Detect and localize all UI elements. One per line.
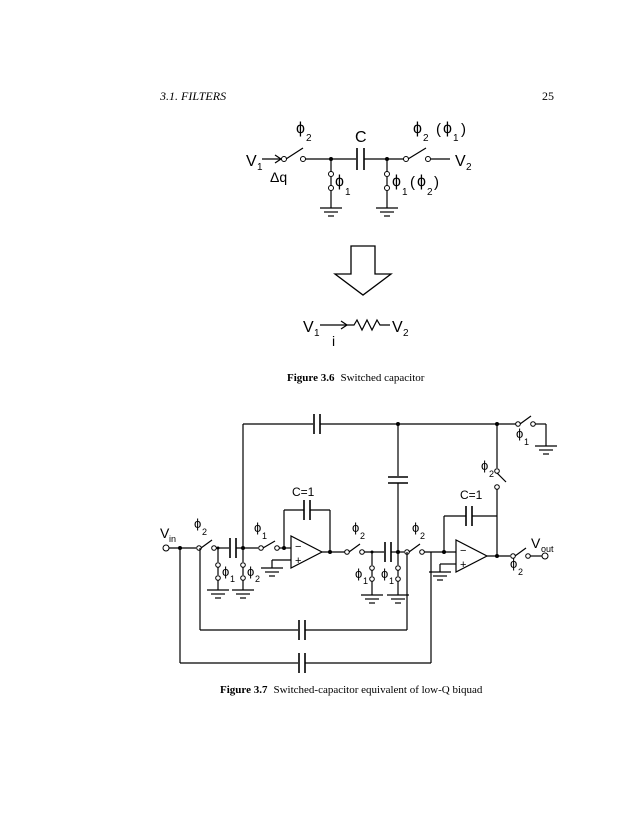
label-capacitor-c: C <box>355 129 367 146</box>
phi-subscript: 1 <box>402 187 408 198</box>
caption-text: Switched capacitor <box>340 372 424 384</box>
caption-text: Switched-capacitor equivalent of low-Q b… <box>273 684 482 696</box>
phi-subscript: 1 <box>363 576 368 586</box>
label-v1-sub: 1 <box>257 162 263 173</box>
opamp1-plus: + <box>295 555 301 567</box>
fig37-labels: V in V out C=1 C=1 − + − + ϕ 2 ϕ 1 ϕ 1 ϕ… <box>160 426 554 586</box>
down-arrow-icon <box>333 245 393 296</box>
phi-symbol: ϕ <box>254 520 261 535</box>
label-c1-integrator-2: C=1 <box>460 488 483 502</box>
phi-symbol: ϕ <box>443 120 452 137</box>
label-v1: V <box>246 153 257 170</box>
label-vout-sub: out <box>541 544 554 554</box>
resistor-labels: V 1 V 2 i <box>303 319 409 349</box>
label-v2: V <box>455 153 466 170</box>
phi-symbol: ϕ <box>352 520 359 535</box>
opamp2-minus: − <box>460 545 466 557</box>
phi-symbol: ϕ <box>413 120 422 137</box>
running-header-section: 3.1. FILTERS <box>160 89 227 103</box>
phi-symbol: ϕ <box>222 564 229 579</box>
caption-number: Figure 3.6 <box>287 372 335 384</box>
figure-3-6-caption: Figure 3.6 Switched capacitor <box>287 372 425 384</box>
paren: ( <box>436 121 441 138</box>
opamp1-minus: − <box>295 541 301 553</box>
label-vout: V <box>531 535 541 551</box>
label-vin: V <box>160 525 170 541</box>
phi-subscript: 1 <box>230 574 235 584</box>
figure-3-7-caption: Figure 3.7 Switched-capacitor equivalent … <box>220 684 483 696</box>
phi-subscript: 2 <box>427 187 433 198</box>
phi-subscript: 1 <box>524 437 529 447</box>
switched-capacitor-schematic <box>262 147 450 217</box>
paren: ) <box>461 121 466 138</box>
phi-subscript: 2 <box>518 567 523 577</box>
caption-number: Figure 3.7 <box>220 684 268 696</box>
phi-subscript: 1 <box>453 133 459 144</box>
biquad-schematic <box>162 414 558 673</box>
phi-subscript: 2 <box>255 574 260 584</box>
phi-symbol: ϕ <box>381 566 388 581</box>
phi-subscript: 2 <box>489 469 494 479</box>
phi-symbol: ϕ <box>335 173 344 190</box>
paren: ) <box>434 174 439 191</box>
label-v1: V <box>303 319 314 336</box>
resistor-equivalent <box>320 318 390 332</box>
label-c1-integrator-1: C=1 <box>292 485 315 499</box>
label-vin-sub: in <box>169 534 176 544</box>
page-number: 25 <box>542 89 554 103</box>
phi-symbol: ϕ <box>516 426 523 441</box>
phi-symbol: ϕ <box>412 520 419 535</box>
phi-symbol: ϕ <box>481 458 488 473</box>
label-v1-sub: 1 <box>314 328 320 339</box>
phi-symbol: ϕ <box>392 173 401 190</box>
phi-symbol: ϕ <box>417 173 426 190</box>
label-current-i: i <box>332 333 335 349</box>
phi-subscript: 1 <box>345 187 351 198</box>
label-v2: V <box>392 319 403 336</box>
phi-subscript: 2 <box>360 531 365 541</box>
paren: ( <box>410 174 415 191</box>
phi-subscript: 2 <box>202 527 207 537</box>
label-v2-sub: 2 <box>466 162 472 173</box>
label-v2-sub: 2 <box>403 328 409 339</box>
phi-symbol: ϕ <box>355 566 362 581</box>
phi-symbol: ϕ <box>247 564 254 579</box>
label-delta-q: Δq <box>270 169 287 185</box>
opamp2-plus: + <box>460 559 466 571</box>
phi-subscript: 2 <box>306 133 312 144</box>
phi-symbol: ϕ <box>296 120 305 137</box>
fig36-labels: V 1 V 2 Δq C ϕ 2 ϕ 2 ( ϕ 1 ) ϕ 1 ϕ 1 ( ϕ… <box>246 120 472 198</box>
phi-subscript: 1 <box>389 576 394 586</box>
phi-subscript: 2 <box>423 133 429 144</box>
phi-symbol: ϕ <box>510 556 517 571</box>
phi-subscript: 2 <box>420 531 425 541</box>
phi-symbol: ϕ <box>194 516 201 531</box>
phi-subscript: 1 <box>262 531 267 541</box>
